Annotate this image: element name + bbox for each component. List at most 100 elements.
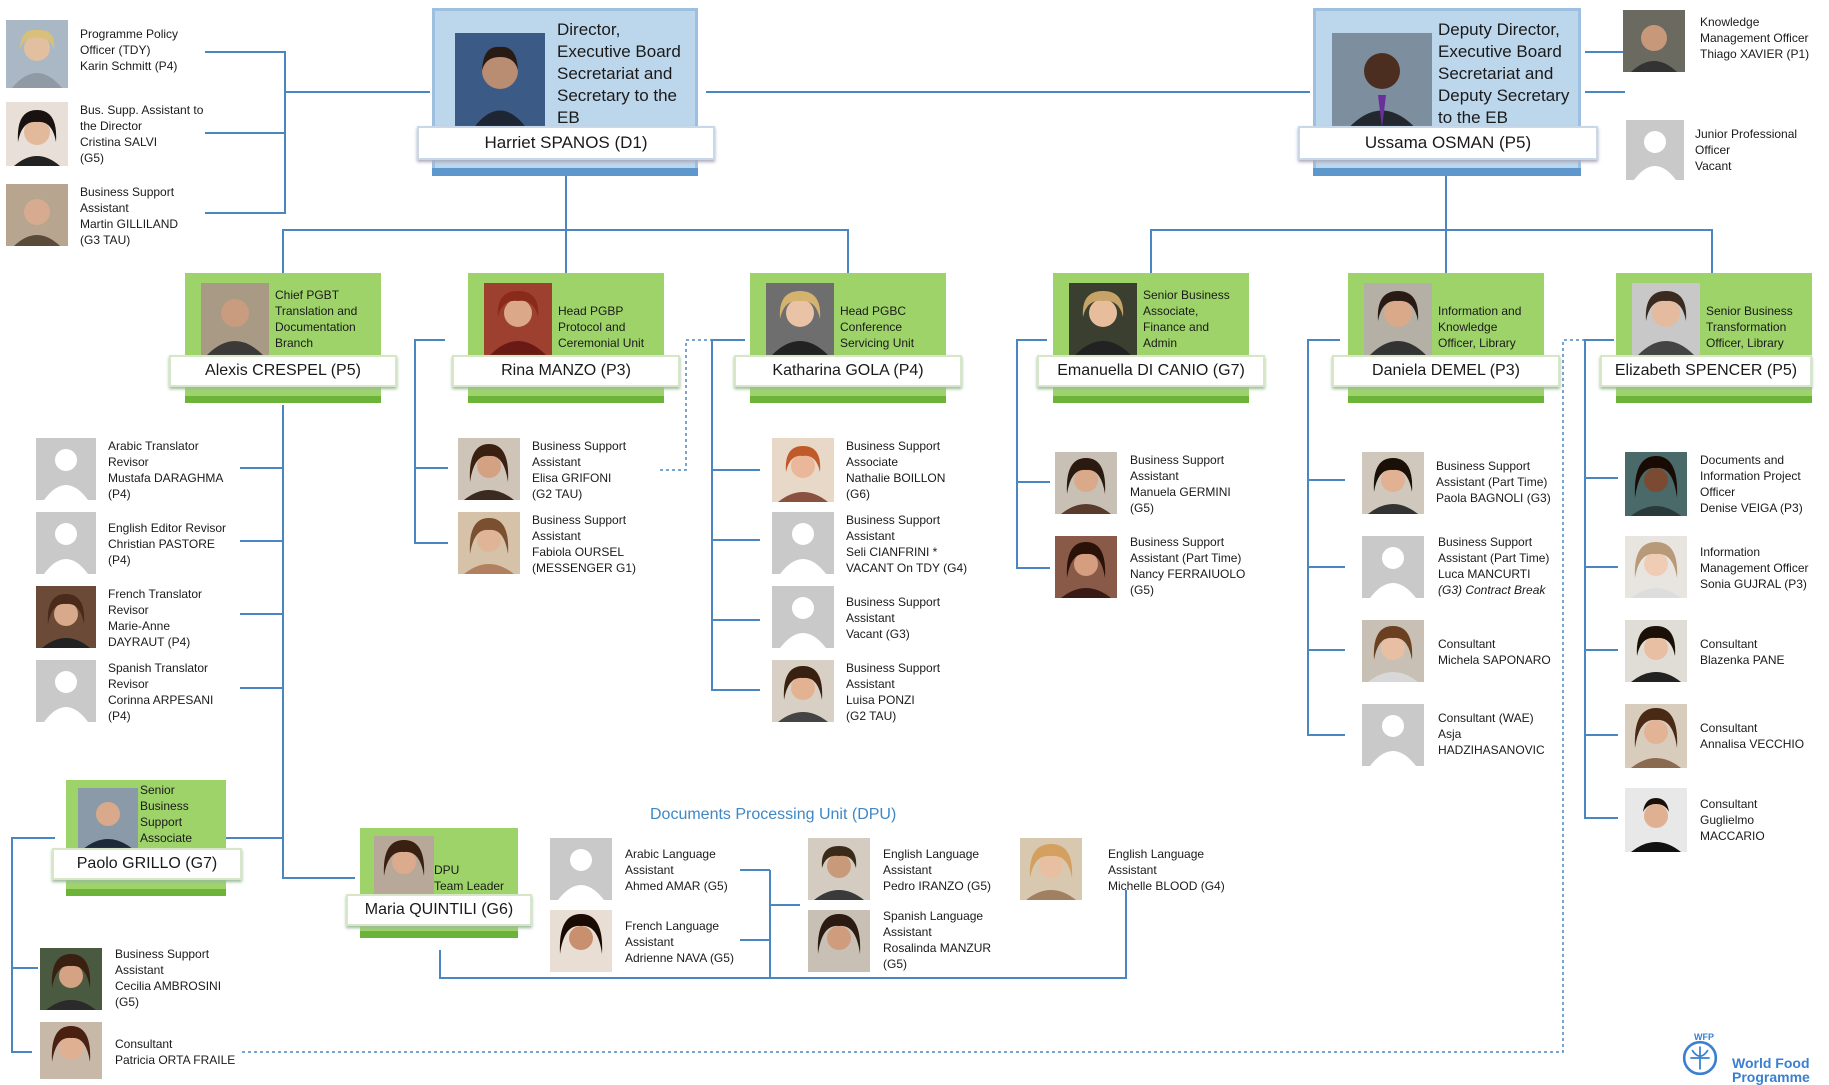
manager-base <box>750 396 946 403</box>
manager-base <box>1348 396 1544 403</box>
staff-photo <box>1625 620 1687 682</box>
manager-photo <box>766 283 834 355</box>
staff-photo <box>1625 788 1687 852</box>
staff-photo <box>1623 10 1685 72</box>
deputy-photo <box>1332 33 1432 133</box>
manager-name: Katharina GOLA (P4) <box>734 355 962 387</box>
vacant-photo <box>36 438 96 500</box>
manager-name: Daniela DEMEL (P3) <box>1332 355 1560 387</box>
deputy-name: Ussama OSMAN (P5) <box>1298 126 1598 160</box>
manager-name: Paolo GRILLO (G7) <box>52 848 242 880</box>
staff-photo <box>6 20 68 88</box>
manager-name: Rina MANZO (P3) <box>452 355 680 387</box>
vacant-photo <box>1626 120 1684 180</box>
staff-photo <box>808 910 870 972</box>
staff-photo <box>772 438 834 502</box>
vacant-photo <box>1362 704 1424 766</box>
dpu-heading: Documents Processing Unit (DPU) <box>650 806 897 823</box>
staff-photo <box>6 184 68 246</box>
vacant-photo <box>1362 536 1424 598</box>
vacant-photo <box>772 512 834 574</box>
staff-photo <box>1625 452 1687 516</box>
manager-photo <box>201 283 269 355</box>
manager-name: Alexis CRESPEL (P5) <box>169 355 397 387</box>
staff-photo <box>1055 536 1117 598</box>
staff-photo <box>772 660 834 722</box>
director-name: Harriet SPANOS (D1) <box>417 126 715 160</box>
deputy-title: Deputy Director, Executive Board Secreta… <box>1438 20 1570 127</box>
vacant-photo <box>36 512 96 574</box>
staff-photo <box>550 910 612 972</box>
staff-photo <box>40 948 102 1010</box>
wfp-logo: WFP World Food Programme <box>1676 1030 1826 1085</box>
staff-photo <box>808 838 870 900</box>
manager-base <box>468 396 664 403</box>
staff-photo <box>1055 452 1117 514</box>
staff-photo <box>36 586 96 648</box>
manager-base <box>185 396 381 403</box>
director-title: Director, Executive Board Secretariat an… <box>557 20 681 127</box>
manager-base <box>1616 396 1812 403</box>
vacant-photo <box>36 660 96 722</box>
vacant-photo <box>550 838 612 900</box>
manager-photo <box>374 836 434 894</box>
manager-base <box>66 889 226 896</box>
staff-photo <box>6 102 68 166</box>
deputy-box: Deputy Director, Executive Board Secreta… <box>1298 8 1598 176</box>
deputy-base <box>1313 168 1581 176</box>
staff-photo <box>1362 452 1424 514</box>
manager-photo <box>1069 283 1137 355</box>
manager-base <box>360 931 518 938</box>
manager-base <box>1053 396 1249 403</box>
manager-name: Emanuella DI CANIO (G7) <box>1037 355 1265 387</box>
director-photo <box>455 33 545 133</box>
manager-name: Elizabeth SPENCER (P5) <box>1600 355 1812 387</box>
vacant-photo <box>772 586 834 648</box>
wfp-emblem-icon <box>1682 1040 1718 1076</box>
staff-photo <box>40 1022 102 1079</box>
staff-photo <box>1020 838 1082 900</box>
staff-photo <box>1625 704 1687 768</box>
